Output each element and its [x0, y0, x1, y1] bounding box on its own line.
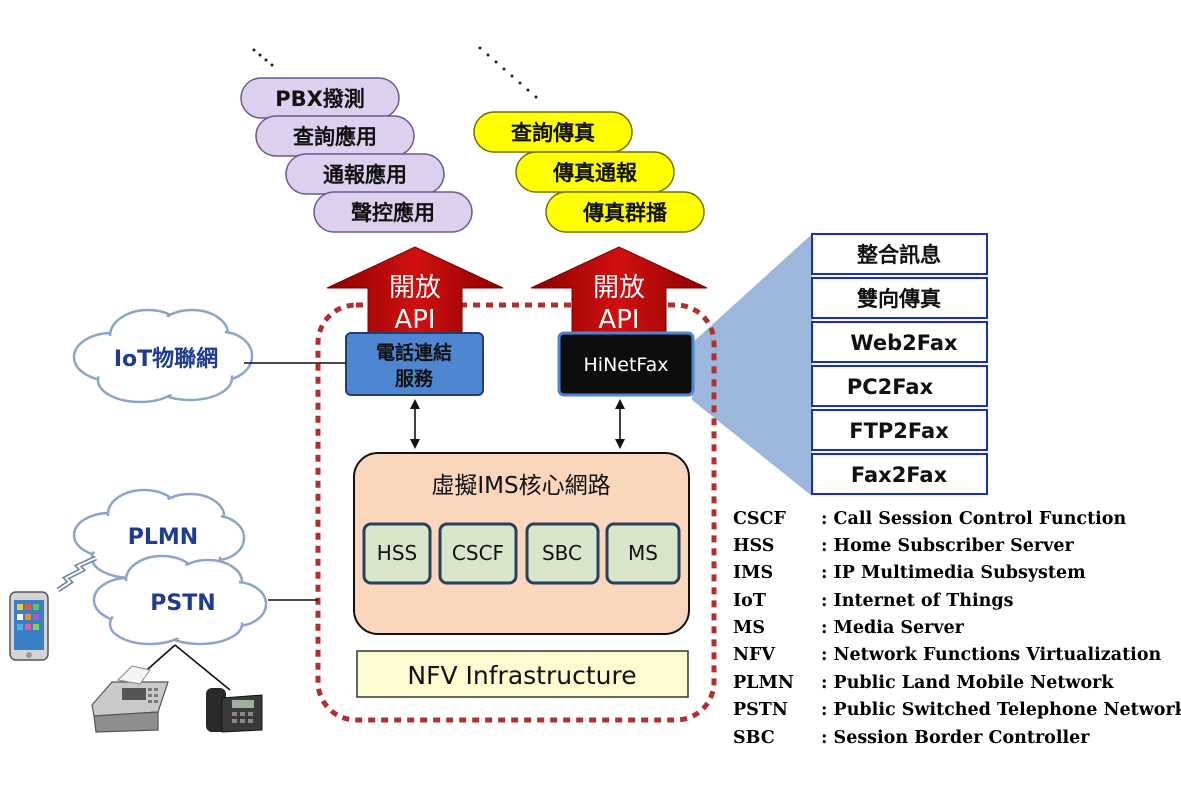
- legend-abbr: HSS: [733, 536, 774, 556]
- open-api-arrow-left: 開放 API: [326, 246, 504, 336]
- feature-item: Web2Fax: [811, 321, 988, 363]
- double-arrow-left: [410, 399, 420, 449]
- fax-app-notify: 傳真通報: [515, 151, 675, 193]
- feature-item: Fax2Fax: [811, 453, 988, 495]
- open-api-label: API: [394, 305, 435, 335]
- legend-desc: : Internet of Things: [821, 591, 1014, 611]
- feature-label: FTP2Fax: [849, 419, 949, 443]
- voice-app-label: PBX撥測: [275, 87, 365, 111]
- ims-core-title: 虛擬IMS核心網路: [431, 473, 610, 499]
- open-api-label: API: [598, 305, 639, 335]
- fax-app-query: 查詢傳真: [473, 111, 633, 153]
- legend-abbr: SBC: [733, 728, 775, 748]
- feature-label: 雙向傳真: [857, 287, 941, 311]
- fax-machine-icon: [91, 665, 169, 733]
- feature-item: 整合訊息: [811, 233, 988, 275]
- nfv-infrastructure-box: NFV Infrastructure: [356, 650, 689, 698]
- ims-component-label: MS: [628, 541, 658, 565]
- plmn-cloud-label: PLMN: [128, 525, 198, 550]
- legend-desc: : Media Server: [821, 618, 965, 638]
- ims-component-sbc: SBC: [525, 522, 600, 585]
- ims-component-ms: MS: [605, 522, 681, 585]
- legend-desc: : Network Functions Virtualization: [821, 645, 1161, 665]
- pstn-cloud: PSTN: [92, 554, 268, 646]
- fax-app-broadcast: 傳真群播: [545, 191, 705, 233]
- open-api-label: 開放: [389, 273, 441, 303]
- iot-cloud-label: IoT物聯網: [114, 346, 218, 372]
- ims-component-label: SBC: [542, 541, 582, 565]
- platform-boundary: [315, 302, 717, 723]
- fax-app-label: 查詢傳真: [511, 121, 595, 145]
- legend-abbr: CSCF: [733, 509, 786, 529]
- phone-service-label: 電話連結: [376, 341, 452, 364]
- voice-app-notify: 通報應用: [285, 153, 445, 195]
- fax-app-label: 傳真群播: [582, 201, 668, 225]
- feature-item: FTP2Fax: [811, 409, 988, 451]
- nfv-infrastructure-label: NFV Infrastructure: [407, 661, 636, 690]
- ims-component-label: CSCF: [452, 541, 504, 565]
- legend-desc: : Home Subscriber Server: [821, 536, 1074, 556]
- voice-app-voicecontrol: 聲控應用: [313, 191, 473, 233]
- hinetfax-feature-list: 整合訊息 雙向傳真 Web2Fax PC2Fax FTP2Fax Fax2Fax: [811, 233, 988, 495]
- hinetfax-label: HiNetFax: [584, 354, 669, 376]
- legend-desc: : IP Multimedia Subsystem: [821, 563, 1086, 583]
- voice-app-pbx: PBX撥測: [240, 77, 400, 119]
- legend-desc: : Call Session Control Function: [821, 509, 1126, 529]
- ellipsis-dots-left: [252, 48, 274, 67]
- voice-app-label: 通報應用: [323, 163, 407, 187]
- legend-abbr: IoT: [733, 591, 766, 611]
- feature-label: 整合訊息: [857, 243, 941, 267]
- open-api-label: 開放: [593, 273, 645, 303]
- open-api-arrow-right: 開放 API: [530, 246, 708, 336]
- legend-desc: : Public Land Mobile Network: [821, 673, 1114, 693]
- iot-cloud: IoT物聯網: [72, 308, 254, 404]
- feature-item: PC2Fax: [811, 365, 988, 407]
- desk-phone-icon: [206, 688, 263, 733]
- abbreviation-legend: CSCF : Call Session Control Function HSS…: [733, 509, 1181, 748]
- legend-abbr: PSTN: [733, 700, 788, 720]
- voice-app-label: 聲控應用: [351, 201, 435, 225]
- feature-item: 雙向傳真: [811, 277, 988, 319]
- feature-label: PC2Fax: [847, 375, 934, 399]
- fax-app-label: 傳真通報: [552, 161, 638, 185]
- wireless-signal-icon: [56, 555, 98, 593]
- feature-label: Fax2Fax: [851, 463, 948, 487]
- feature-fan: [692, 234, 812, 496]
- device-branch-line: [174, 644, 231, 691]
- double-arrow-right: [615, 399, 625, 449]
- feature-label: Web2Fax: [850, 331, 958, 355]
- voice-app-label: 查詢應用: [293, 125, 377, 149]
- phone-service-label: 服務: [395, 367, 434, 390]
- ims-component-hss: HSS: [362, 522, 432, 585]
- legend-desc: : Session Border Controller: [821, 728, 1090, 748]
- pstn-cloud-label: PSTN: [150, 591, 215, 616]
- ims-component-label: HSS: [377, 541, 417, 565]
- ellipsis-dots-right: [478, 46, 538, 99]
- legend-desc: : Public Switched Telephone Network: [821, 700, 1181, 720]
- legend-abbr: NFV: [733, 645, 775, 665]
- legend-abbr: PLMN: [733, 673, 794, 693]
- legend-abbr: MS: [733, 618, 765, 638]
- ims-core-box: 虛擬IMS核心網路: [353, 452, 690, 635]
- hinetfax-box: HiNetFax: [557, 331, 695, 397]
- legend-abbr: IMS: [733, 563, 773, 583]
- ims-component-cscf: CSCF: [438, 522, 518, 585]
- mobile-phone-icon: [9, 591, 49, 661]
- phone-service-box: 電話連結 服務: [345, 332, 484, 396]
- voice-app-query: 查詢應用: [255, 115, 415, 157]
